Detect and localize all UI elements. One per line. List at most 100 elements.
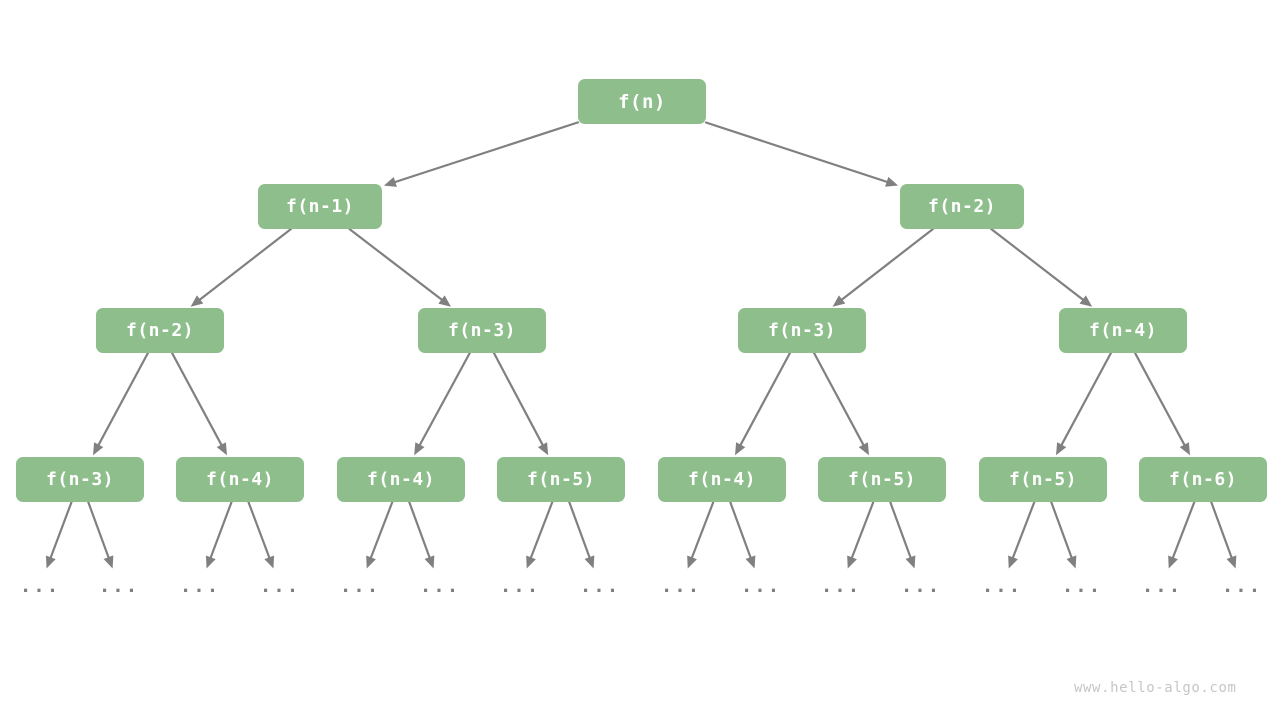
tree-edge-arrowhead: [1066, 555, 1077, 569]
tree-node: f(n-3): [16, 457, 144, 502]
tree-node-label: f(n-4): [366, 469, 436, 490]
tree-edge-arrowhead: [735, 442, 746, 456]
ellipsis-marker: ...: [419, 574, 461, 597]
watermark: www.hello-algo.com: [1074, 680, 1237, 696]
ellipsis-marker: ...: [981, 574, 1023, 597]
tree-edge-arrowhead: [366, 555, 376, 569]
ellipsis-marker: ...: [19, 574, 61, 597]
tree-edge-arrowhead: [1079, 295, 1093, 307]
tree-edge: [1133, 351, 1188, 451]
tree-edge: [528, 500, 554, 564]
tree-edge-arrowhead: [858, 442, 869, 456]
tree-edge-arrowhead: [885, 176, 899, 187]
tree-edge: [849, 500, 875, 564]
ellipsis-marker: ...: [339, 574, 381, 597]
ellipsis-marker: ...: [179, 574, 221, 597]
tree-edge-arrowhead: [93, 442, 104, 456]
tree-edge: [704, 121, 893, 185]
tree-node: f(n-5): [979, 457, 1107, 502]
tree-node: f(n-2): [96, 308, 224, 353]
tree-node-label: f(n-6): [1168, 469, 1238, 490]
tree-edge-arrowhead: [45, 555, 56, 569]
tree-node: f(n-4): [337, 457, 465, 502]
tree-edge: [389, 121, 580, 185]
tree-node-label: f(n-3): [767, 320, 837, 341]
ellipsis-marker: ...: [499, 574, 541, 597]
tree-node: f(n-3): [418, 308, 546, 353]
tree-node: f(n-4): [658, 457, 786, 502]
tree-edge: [195, 227, 293, 304]
tree-edge: [990, 227, 1088, 304]
tree-edge: [568, 500, 593, 564]
tree-node-label: f(n-3): [447, 320, 517, 341]
ellipsis-marker: ...: [1141, 574, 1183, 597]
tree-node: f(n-2): [900, 184, 1024, 229]
tree-edge: [1170, 500, 1196, 564]
tree-node: f(n-4): [176, 457, 304, 502]
tree-edge-arrowhead: [905, 555, 916, 569]
tree-edge-arrowhead: [1226, 555, 1237, 569]
tree-edge-arrowhead: [205, 555, 216, 569]
tree-node-label: f(n-1): [285, 196, 355, 217]
tree-edge: [247, 500, 273, 564]
tree-edge: [729, 500, 754, 564]
ellipsis-marker: ...: [1061, 574, 1103, 597]
tree-node: f(n): [578, 79, 706, 124]
tree-edge: [689, 500, 715, 564]
tree-edge: [95, 351, 150, 451]
tree-edge-arrowhead: [1008, 555, 1018, 569]
tree-node: f(n-1): [258, 184, 382, 229]
tree-edge-arrowhead: [383, 176, 397, 187]
ellipsis-marker: ...: [900, 574, 942, 597]
tree-node-label: f(n-4): [205, 469, 275, 490]
tree-edge: [87, 500, 112, 564]
tree-edge-arrowhead: [103, 555, 114, 569]
tree-edge: [408, 500, 433, 564]
tree-edge-arrowhead: [216, 442, 227, 456]
tree-edge-arrowhead: [526, 555, 536, 569]
tree-node: f(n-6): [1139, 457, 1267, 502]
tree-node-label: f(n-4): [1088, 320, 1158, 341]
tree-node-label: f(n-2): [927, 196, 997, 217]
tree-node: f(n-5): [497, 457, 625, 502]
tree-edge-arrowhead: [745, 555, 756, 569]
tree-node: f(n-4): [1059, 308, 1187, 353]
tree-edge: [1058, 351, 1113, 451]
ellipsis-marker: ...: [98, 574, 140, 597]
ellipsis-marker: ...: [820, 574, 862, 597]
tree-edge-arrowhead: [190, 295, 204, 307]
tree-edge: [1210, 500, 1235, 564]
tree-edge-arrowhead: [424, 555, 435, 569]
tree-edge-arrowhead: [1056, 442, 1067, 456]
tree-edge: [207, 500, 233, 564]
tree-node-label: f(n-2): [125, 320, 195, 341]
tree-edge-arrowhead: [1168, 555, 1178, 569]
tree-edge-arrowhead: [832, 295, 846, 307]
tree-edge: [492, 351, 546, 451]
tree-edge-arrowhead: [687, 555, 697, 569]
tree-edge: [47, 500, 73, 564]
tree-edge: [368, 500, 394, 564]
tree-node-label: f(n-3): [45, 469, 115, 490]
tree-edge: [889, 500, 914, 564]
tree-edge: [737, 351, 792, 451]
tree-node-label: f(n-5): [847, 469, 917, 490]
tree-edge-arrowhead: [537, 442, 549, 456]
tree-edge: [416, 351, 471, 451]
tree-node-label: f(n-4): [687, 469, 757, 490]
ellipsis-marker: ...: [579, 574, 621, 597]
tree-edge: [170, 351, 225, 451]
tree-node: f(n-5): [818, 457, 946, 502]
tree-edge-arrowhead: [1179, 442, 1190, 456]
tree-edge: [812, 351, 867, 451]
tree-node-label: f(n-5): [1008, 469, 1078, 490]
tree-edge: [1010, 500, 1036, 564]
tree-node-label: f(n-5): [526, 469, 596, 490]
tree-edge-arrowhead: [847, 555, 857, 569]
ellipsis-marker: ...: [259, 574, 301, 597]
tree-edge: [1050, 500, 1075, 564]
ellipsis-marker: ...: [660, 574, 702, 597]
tree-edge-arrowhead: [264, 555, 275, 569]
tree-node-label: f(n): [618, 90, 666, 113]
tree-edge: [348, 227, 447, 304]
